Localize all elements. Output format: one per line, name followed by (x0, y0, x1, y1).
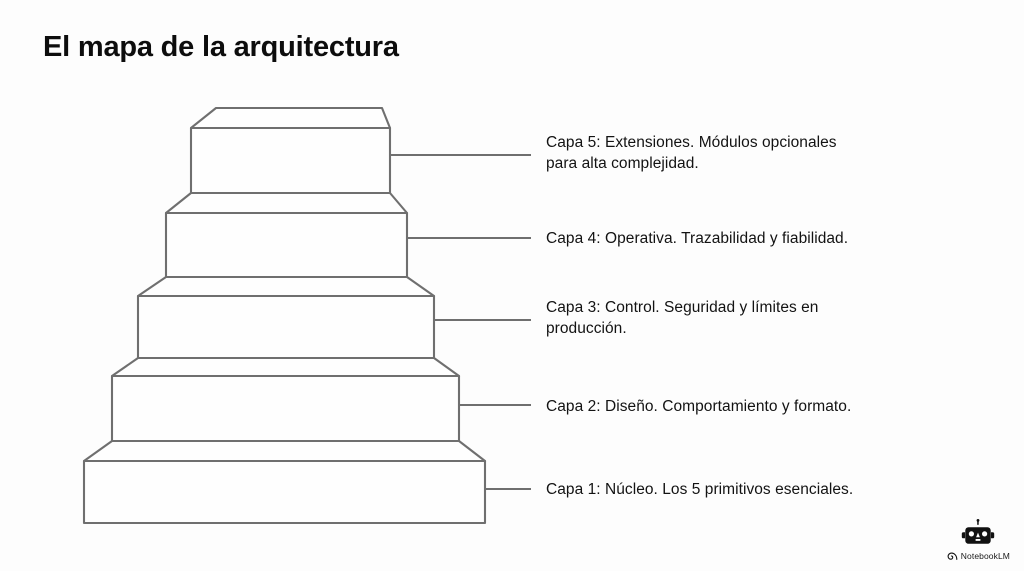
page-title: El mapa de la arquitectura (43, 31, 399, 63)
pyramid-tier-capa-2[interactable] (110, 356, 461, 443)
brand-row: NotebookLM (947, 551, 1010, 561)
tier-5-top-face (189, 106, 392, 130)
tier-label-capa-2-line-1: Capa 2: Diseño. Comportamiento y formato… (546, 398, 852, 415)
tier-label-capa-1-line-1: Capa 1: Núcleo. Los 5 primitivos esencia… (546, 481, 854, 498)
tier-label-capa-5-line-2: para alta complejidad. (546, 155, 699, 172)
brand-name: NotebookLM (960, 551, 1010, 561)
tier-3-top-face (136, 275, 436, 298)
tier-label-capa-5: Capa 5: Extensiones. Módulos opcionales … (546, 132, 837, 174)
spiral-mark-icon (947, 552, 958, 560)
tier-2-front-face (110, 374, 461, 443)
tier-3-front-face (136, 294, 436, 360)
tier-5-front-face (189, 126, 392, 195)
tier-label-capa-2: Capa 2: Diseño. Comportamiento y formato… (546, 396, 851, 417)
robot-head-icon (962, 519, 995, 544)
tier-label-capa-1: Capa 1: Núcleo. Los 5 primitivos esencia… (546, 479, 853, 500)
notebooklm-brand: NotebookLM (947, 519, 1010, 561)
tier-4-front-face (164, 211, 409, 279)
pyramid-tier-capa-5[interactable] (189, 106, 392, 195)
tier-label-capa-3: Capa 3: Control. Seguridad y límites en … (546, 297, 818, 339)
tier-label-capa-3-line-1: Capa 3: Control. Seguridad y límites en (546, 299, 819, 316)
pyramid-tier-capa-1[interactable] (82, 439, 487, 525)
tier-1-front-face (82, 459, 487, 525)
tier-label-capa-4: Capa 4: Operativa. Trazabilidad y fiabil… (546, 228, 848, 249)
tier-2-top-face (110, 356, 461, 378)
pyramid-tier-capa-4[interactable] (164, 191, 409, 279)
tier-1-top-face (82, 439, 487, 463)
pyramid-tier-capa-3[interactable] (136, 275, 436, 360)
tier-label-capa-4-line-1: Capa 4: Operativa. Trazabilidad y fiabil… (546, 230, 849, 247)
tier-label-capa-3-line-2: producción. (546, 320, 627, 337)
tier-label-capa-5-line-1: Capa 5: Extensiones. Módulos opcionales (546, 134, 837, 151)
tier-4-top-face (164, 191, 409, 215)
